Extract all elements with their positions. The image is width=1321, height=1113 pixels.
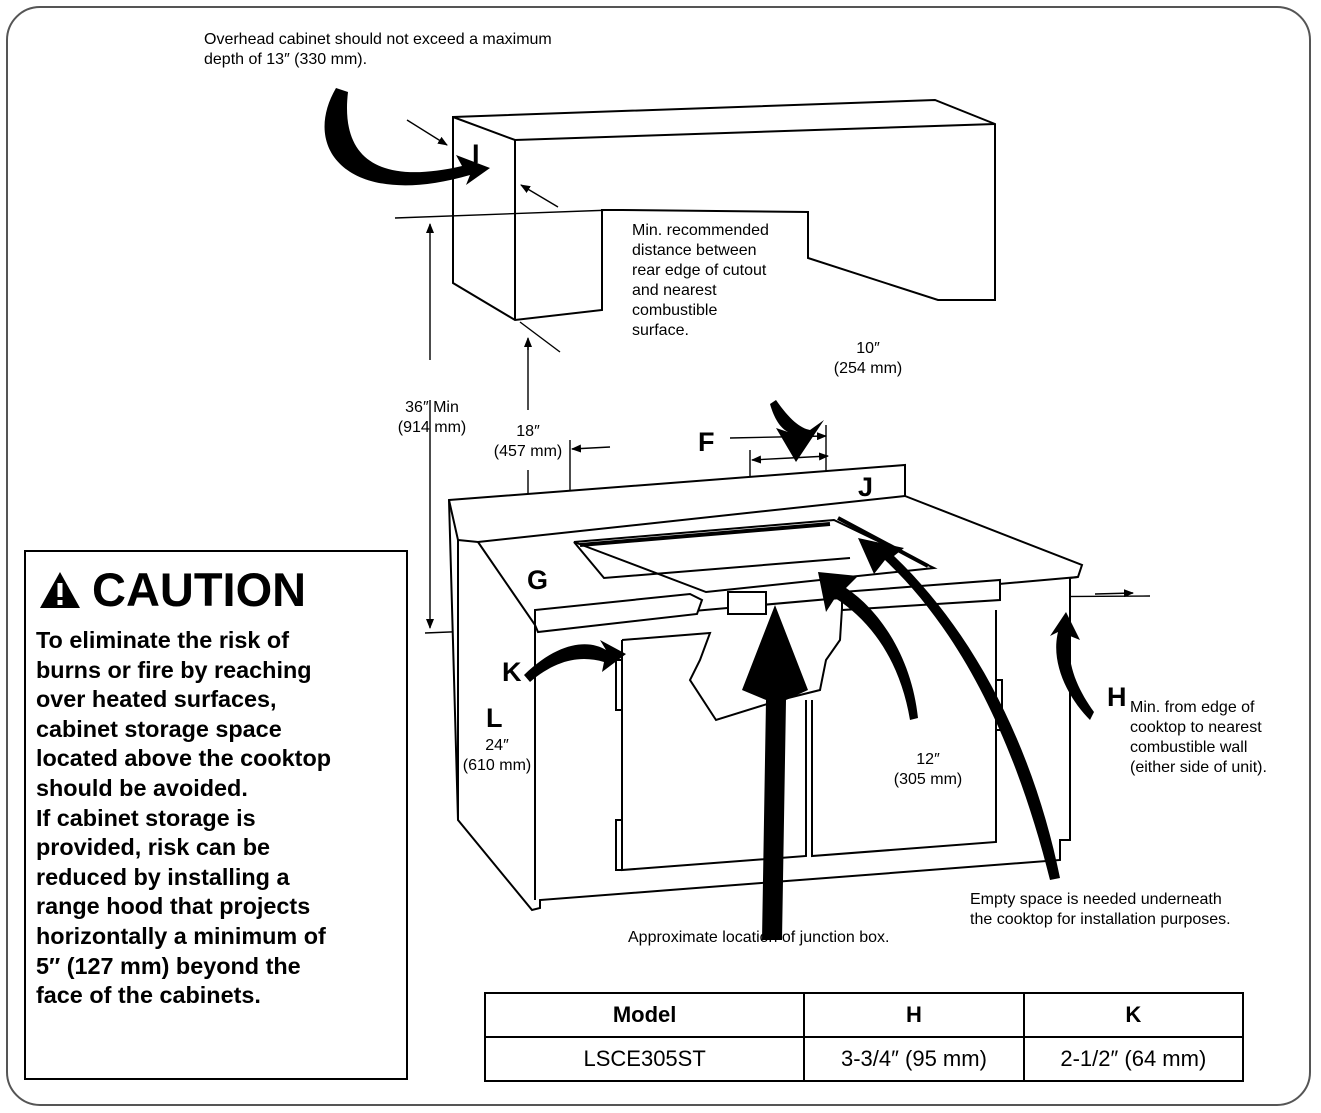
table-header-h: H bbox=[803, 992, 1025, 1038]
table-cell-model: LSCE305ST bbox=[483, 1036, 806, 1082]
table-row: LSCE305ST 3-3/4″ (95 mm) 2-1/2″ (64 mm) bbox=[483, 1036, 1245, 1082]
overhead-cabinet bbox=[452, 98, 996, 322]
h-dimension-note: Min. from edge of cooktop to nearest com… bbox=[1130, 699, 1267, 776]
caution-text: To eliminate the risk of burns or fire b… bbox=[36, 627, 332, 1009]
overhead-cabinet-note: Overhead cabinet should not exceed a max… bbox=[204, 31, 552, 68]
warning-triangle-icon bbox=[40, 572, 80, 608]
table-header-model: Model bbox=[483, 992, 806, 1038]
empty-space-note: Empty space is needed underneath the coo… bbox=[970, 891, 1231, 928]
caution-box: CAUTION To eliminate the risk of burns o… bbox=[24, 550, 408, 1080]
min-recommended-note: Min. recommended distance between rear e… bbox=[632, 222, 769, 339]
letter-l: L bbox=[486, 703, 503, 733]
caution-title: CAUTION bbox=[92, 563, 307, 616]
table-header-k: K bbox=[1022, 992, 1245, 1038]
dimension-18in: 18″ (457 mm) bbox=[493, 423, 563, 460]
table-cell-h: 3-3/4″ (95 mm) bbox=[803, 1036, 1025, 1082]
letter-k: K bbox=[502, 657, 522, 687]
dimension-36in-min: 36″ Min (914 mm) bbox=[397, 399, 467, 436]
letter-h: H bbox=[1107, 682, 1127, 712]
letter-g: G bbox=[527, 565, 549, 595]
diagram-frame bbox=[6, 6, 1311, 1106]
letter-j: J bbox=[858, 472, 874, 502]
letter-i: I bbox=[472, 139, 480, 169]
letter-f: F bbox=[698, 427, 715, 457]
table-header-row: Model H K bbox=[483, 992, 1245, 1038]
dimension-24in: 24″ (610 mm) bbox=[462, 737, 532, 774]
dimension-12in: 12″ (305 mm) bbox=[893, 751, 963, 788]
curved-arrows bbox=[324, 88, 1094, 940]
caution-heading: CAUTION bbox=[38, 562, 406, 618]
dimension-10in: 10″ (254 mm) bbox=[833, 340, 903, 377]
table-cell-k: 2-1/2″ (64 mm) bbox=[1022, 1036, 1245, 1082]
dimension-table: Model H K LSCE305ST 3-3/4″ (95 mm) 2-1/2… bbox=[483, 992, 1245, 1082]
junction-box-note: Approximate location of junction box. bbox=[628, 929, 890, 946]
